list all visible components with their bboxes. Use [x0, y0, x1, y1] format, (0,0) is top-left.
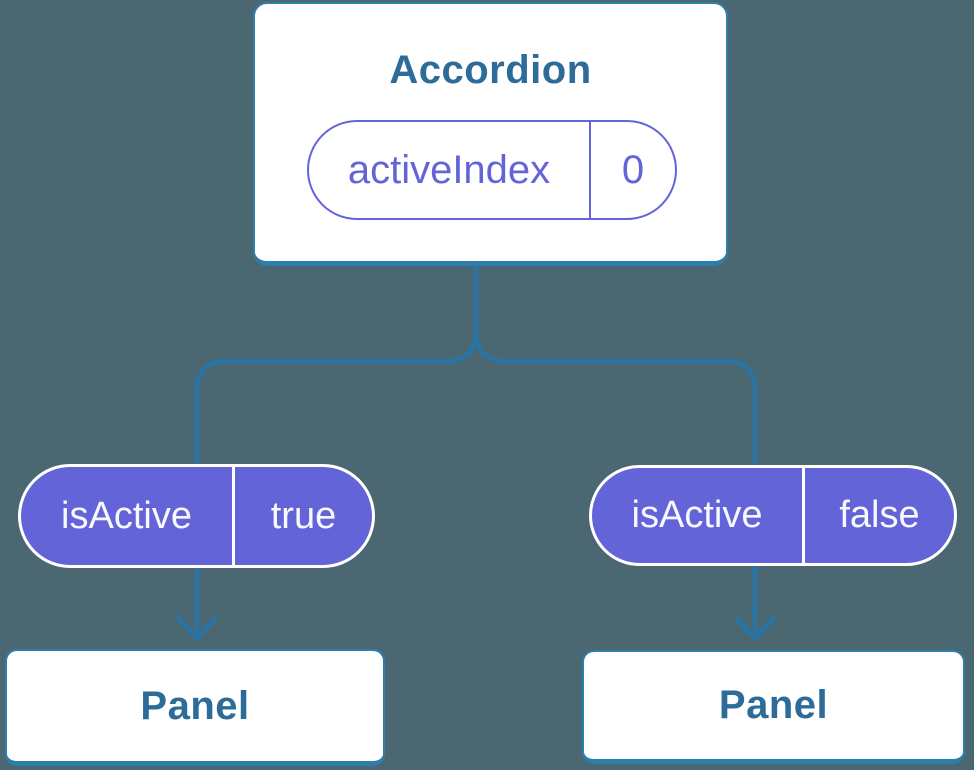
accordion-node-title: Accordion [389, 48, 592, 92]
panel-node-left: Panel [5, 649, 385, 766]
state-pill: activeIndex 0 [307, 120, 677, 220]
panel-node-left-title: Panel [140, 683, 250, 728]
prop-pill-right: isActive false [589, 465, 957, 566]
prop-pill-left-name: isActive [21, 467, 235, 565]
prop-pill-left-value: true [270, 494, 337, 537]
prop-pill-right-name: isActive [592, 468, 805, 563]
connector-line-right [473, 266, 758, 632]
panel-node-right: Panel [582, 650, 965, 764]
arrow-down-icon [176, 616, 218, 641]
arrow-down-icon [734, 616, 776, 641]
panel-node-right-title: Panel [718, 683, 829, 727]
state-pill-name: activeIndex [309, 122, 591, 218]
accordion-node: Accordion activeIndex 0 [253, 2, 728, 266]
state-pill-value: 0 [621, 147, 645, 192]
connector-line-left [194, 266, 479, 632]
prop-pill-left: isActive true [18, 464, 375, 568]
prop-pill-right-value: false [839, 494, 920, 536]
